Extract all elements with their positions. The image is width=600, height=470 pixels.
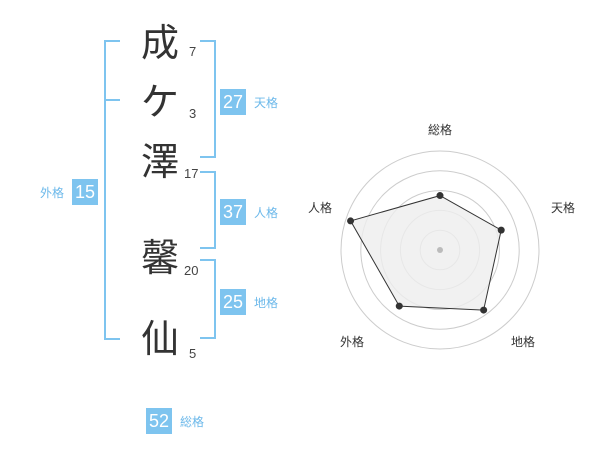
- stroke-count-1: 7: [189, 44, 197, 59]
- gaikaku-value: 15: [72, 179, 99, 205]
- radar-value-polygon: [349, 195, 502, 311]
- radar-point-1: [436, 192, 444, 200]
- radar-grid-ring-1: [340, 150, 540, 350]
- name-char-2: ケ: [140, 80, 179, 124]
- chikaku-value: 25: [220, 289, 247, 315]
- gaikaku-label: 外格: [40, 186, 65, 200]
- gaikaku-bracket-tick: [104, 99, 120, 101]
- stroke-count-2: 3: [189, 106, 197, 121]
- gaikaku-bracket: [104, 40, 120, 340]
- name-char-1: 成: [140, 21, 179, 65]
- radar-grid-ring-2: [360, 170, 520, 330]
- radar-point-2: [497, 226, 505, 234]
- stroke-count-5: 5: [189, 346, 197, 361]
- radar-axis-label-4: 外格: [340, 335, 365, 349]
- name-char-5: 仙: [140, 317, 179, 361]
- stroke-count-4: 20: [184, 263, 199, 278]
- tenkaku-value: 27: [220, 89, 247, 115]
- chikaku-label: 地格: [254, 296, 279, 310]
- radar-axis-label-3: 地格: [511, 335, 536, 349]
- tenkaku-bracket: [200, 40, 216, 158]
- chikaku-bracket: [200, 259, 216, 339]
- radar-point-3: [480, 306, 488, 314]
- stroke-count-3: 17: [184, 166, 199, 181]
- radar-axis-label-5: 人格: [308, 201, 333, 215]
- radar-axis-label-2: 天格: [551, 201, 576, 215]
- soukaku-label: 総格: [180, 415, 205, 429]
- name-char-3: 澤: [140, 140, 179, 184]
- radar-center-dot: [437, 247, 443, 253]
- radar-axis-label-1: 総格: [428, 123, 453, 137]
- radar-point-4: [395, 302, 403, 310]
- jinkaku-value: 37: [220, 199, 247, 225]
- radar-point-5: [347, 217, 355, 225]
- jinkaku-label: 人格: [254, 206, 279, 220]
- tenkaku-label: 天格: [254, 96, 279, 110]
- name-char-4: 馨: [140, 236, 179, 280]
- jinkaku-bracket: [200, 171, 216, 249]
- soukaku-value: 52: [146, 408, 173, 434]
